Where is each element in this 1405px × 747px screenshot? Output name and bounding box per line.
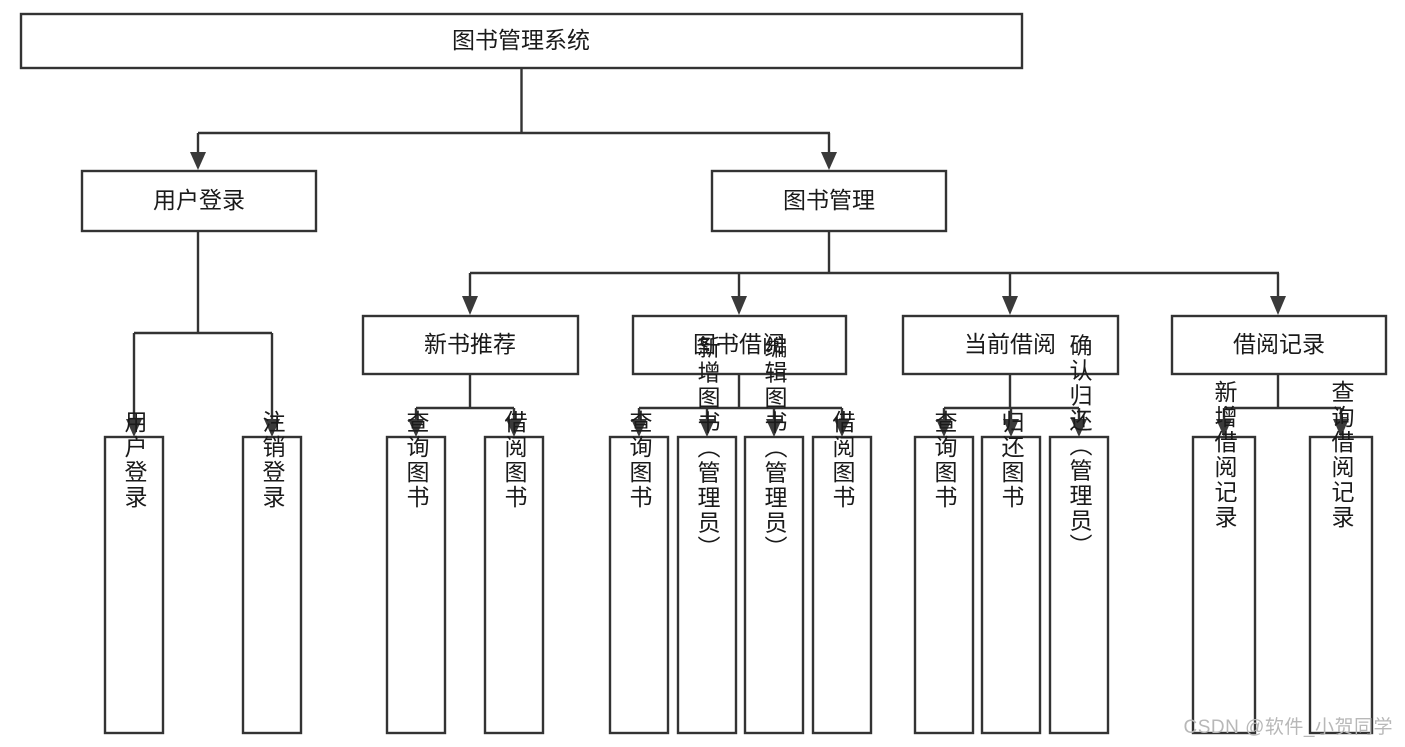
- arrow-head-record: [1270, 296, 1286, 315]
- node-new-book-recommend[interactable]: 新书推荐: [361, 314, 580, 376]
- node-borrow-record-box: [1170, 314, 1388, 376]
- node-borrow-record[interactable]: 借阅记录: [1170, 314, 1388, 376]
- leaf-user-login-logout[interactable]: 注销登录: [241, 410, 303, 735]
- connector-group-borrow: [631, 374, 850, 437]
- leaf-borrow-query-book[interactable]: 查询图书: [608, 410, 670, 735]
- leaf-user-login-login[interactable]: 用户登录: [103, 410, 165, 735]
- arrow-head-current-leaf-2: [1003, 419, 1019, 437]
- arrow-head-borrow-leaf-1: [631, 419, 647, 437]
- arrow-head-borrow-leaf-4: [834, 419, 850, 437]
- leaf-record-query-record-box: [1308, 435, 1374, 735]
- leaf-recommend-borrow-book-label: 借阅图书: [501, 410, 528, 510]
- node-user-login-label: 用户登录: [153, 187, 245, 213]
- arrow-head-book-mgmt: [821, 152, 837, 170]
- node-root-box: [19, 12, 1024, 70]
- arrow-head-recommend-leaf-1: [408, 419, 424, 437]
- leaf-user-login-logout-label: 注销登录: [259, 410, 286, 510]
- node-current-borrow-label: 当前借阅: [964, 331, 1056, 357]
- arrow-head-leaf-logout: [264, 419, 280, 437]
- leaf-recommend-query-book[interactable]: 查询图书: [385, 410, 447, 735]
- arrow-head-current-leaf-1: [936, 419, 952, 437]
- node-root-label: 图书管理系统: [452, 27, 590, 53]
- leaf-current-return-book[interactable]: 归还图书: [980, 410, 1042, 735]
- leaf-user-login-login-label: 用户登录: [121, 410, 148, 510]
- leaf-record-query-record-label: 查询借阅记录: [1328, 380, 1355, 530]
- node-user-login-box: [80, 169, 318, 233]
- leaf-borrow-query-book-box: [608, 435, 670, 735]
- leaf-record-query-record[interactable]: 查询借阅记录: [1308, 380, 1374, 735]
- leaf-user-login-logout-box: [241, 435, 303, 735]
- node-borrow-record-label: 借阅记录: [1233, 331, 1325, 357]
- leaf-current-query-book-label: 查询图书: [931, 410, 958, 510]
- leaf-borrow-borrow-book-label: 借阅图书: [829, 410, 856, 510]
- node-book-borrow[interactable]: 图书借阅: [631, 314, 848, 376]
- leaf-recommend-query-book-label: 查询图书: [403, 410, 430, 510]
- leaf-current-confirm-return[interactable]: 确认归还（管理员）: [1048, 334, 1110, 735]
- connector-group-current: [936, 374, 1087, 437]
- arrow-head-record-leaf-2: [1333, 419, 1349, 437]
- leaf-record-add-record-box: [1191, 435, 1257, 735]
- node-book-management-box: [710, 169, 948, 233]
- arrow-head-borrow: [731, 296, 747, 315]
- arrow-head-borrow-leaf-3: [766, 419, 782, 437]
- connector-group-root: [190, 68, 837, 170]
- arrow-head-leaf-user-login: [126, 419, 142, 437]
- node-current-borrow[interactable]: 当前借阅: [901, 314, 1120, 376]
- arrow-head-record-leaf-1: [1216, 419, 1232, 437]
- leaf-borrow-borrow-book-box: [811, 435, 873, 735]
- arrow-head-current-leaf-3: [1071, 419, 1087, 437]
- leaf-record-add-record[interactable]: 新增借阅记录: [1191, 380, 1257, 735]
- arrow-head-current: [1002, 296, 1018, 315]
- node-book-management-label: 图书管理: [783, 187, 875, 213]
- leaf-borrow-add-book-box: [676, 435, 738, 735]
- node-root-system[interactable]: 图书管理系统: [19, 12, 1024, 70]
- arrow-head-borrow-leaf-2: [699, 419, 715, 437]
- arrow-head-recommend: [462, 296, 478, 315]
- connector-group-record: [1216, 374, 1349, 437]
- arrow-head-user-login: [190, 152, 206, 170]
- leaf-borrow-add-book[interactable]: 新增图书（管理员）: [676, 336, 738, 735]
- leaf-record-add-record-label: 新增借阅记录: [1211, 380, 1238, 530]
- leaf-user-login-login-box: [103, 435, 165, 735]
- leaf-borrow-query-book-label: 查询图书: [626, 410, 653, 510]
- leaf-current-query-book[interactable]: 查询图书: [913, 410, 975, 735]
- node-book-management[interactable]: 图书管理: [710, 169, 948, 233]
- leaf-borrow-edit-book-box: [743, 435, 805, 735]
- leaf-borrow-edit-book-label: 编辑图书（管理员）: [761, 336, 788, 561]
- node-book-borrow-label: 图书借阅: [693, 331, 785, 357]
- leaf-recommend-borrow-book-box: [483, 435, 545, 735]
- leaf-borrow-edit-book[interactable]: 编辑图书（管理员）: [743, 336, 805, 735]
- node-book-borrow-box: [631, 314, 848, 376]
- leaf-current-query-book-box: [913, 435, 975, 735]
- connector-group-recommend: [408, 374, 522, 437]
- arrow-head-recommend-leaf-2: [506, 419, 522, 437]
- leaf-current-confirm-return-label: 确认归还（管理员）: [1066, 334, 1093, 559]
- leaf-recommend-borrow-book[interactable]: 借阅图书: [483, 410, 545, 735]
- leaf-current-confirm-return-box: [1048, 435, 1110, 735]
- connector-group-book-mgmt: [462, 232, 1286, 315]
- node-current-borrow-box: [901, 314, 1120, 376]
- leaf-current-return-book-box: [980, 435, 1042, 735]
- leaf-current-return-book-label: 归还图书: [998, 410, 1025, 510]
- leaf-borrow-borrow-book[interactable]: 借阅图书: [811, 410, 873, 735]
- node-new-book-recommend-box: [361, 314, 580, 376]
- leaf-recommend-query-book-box: [385, 435, 447, 735]
- node-user-login[interactable]: 用户登录: [80, 169, 318, 233]
- node-new-book-recommend-label: 新书推荐: [424, 331, 516, 357]
- leaf-borrow-add-book-label: 新增图书（管理员）: [694, 336, 721, 561]
- connector-group-user-login: [126, 232, 280, 437]
